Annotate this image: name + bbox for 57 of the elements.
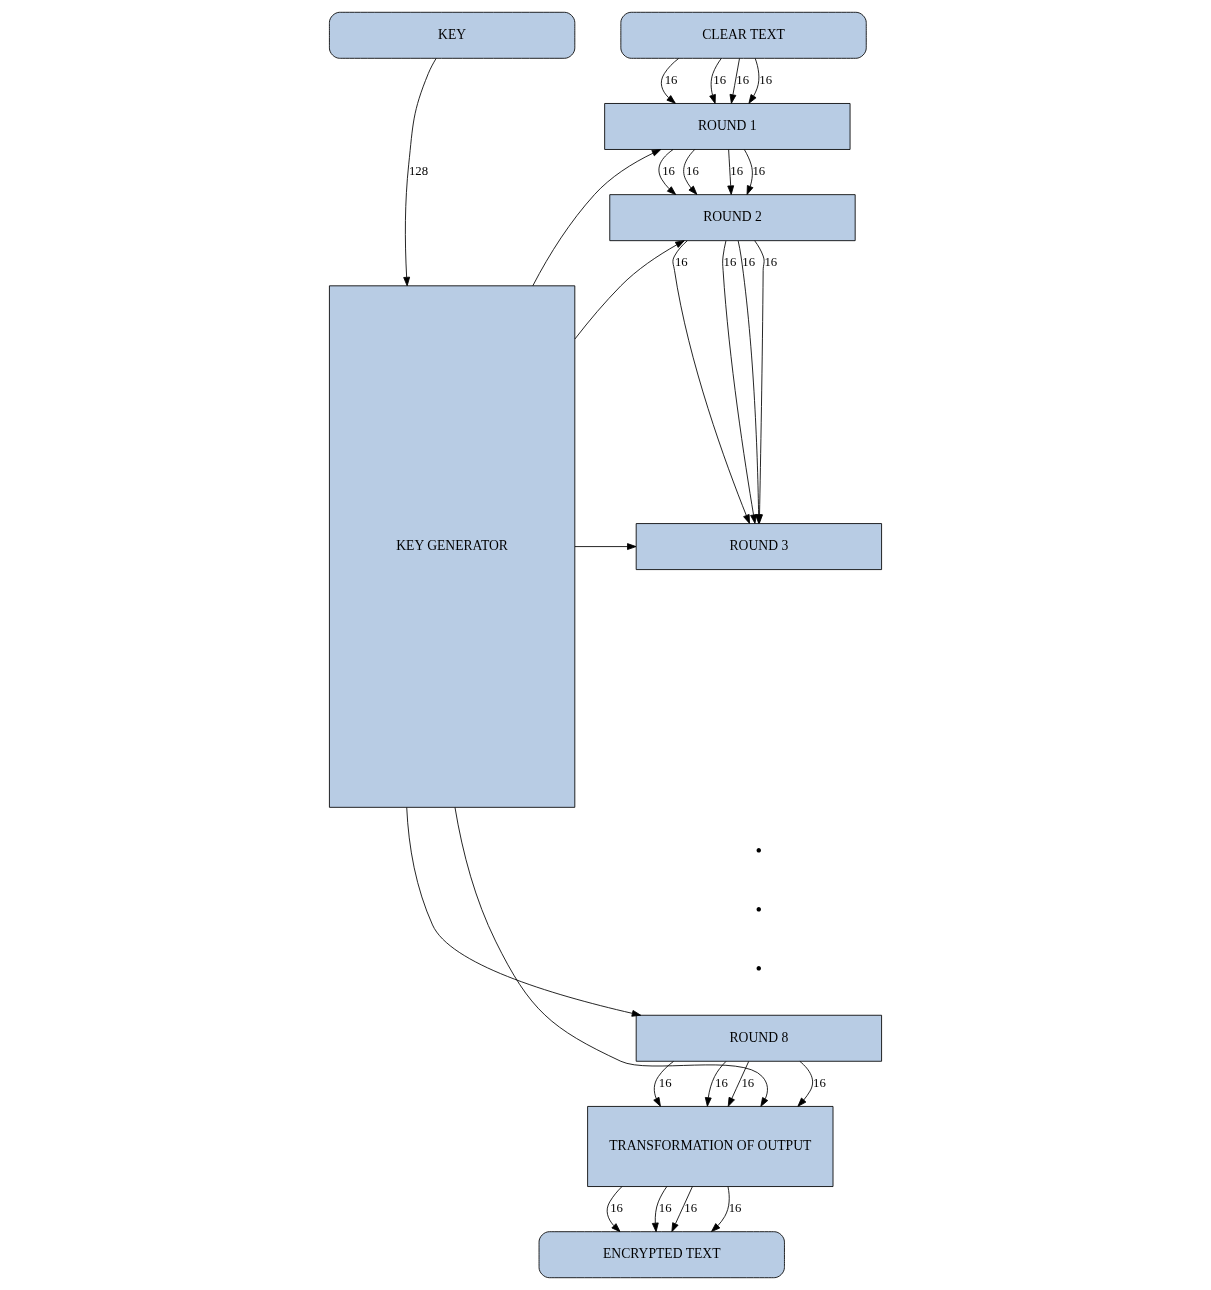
arrow [748, 57, 760, 104]
edge-label: 16 [741, 1075, 755, 1090]
arrow [574, 543, 637, 550]
arrow [704, 1061, 727, 1107]
edge-label: 16 [730, 164, 744, 179]
node-box: ENCRYPTED TEXT [538, 1231, 785, 1279]
label: • [755, 840, 763, 862]
edge-label: 16 [664, 72, 678, 87]
edge-label: 16 [759, 72, 773, 87]
arrow [709, 57, 722, 104]
edge-label: 16 [736, 72, 750, 87]
arrow [660, 58, 680, 104]
label: • [755, 899, 763, 921]
arrow [606, 1186, 623, 1233]
arrow [454, 807, 769, 1107]
arrow [532, 149, 662, 287]
node-box: KEY [329, 11, 576, 59]
arrow [658, 149, 677, 196]
node-box: ROUND 3 [635, 523, 882, 570]
arrow [403, 58, 437, 287]
edge-label: 16 [813, 1075, 826, 1090]
arrow [727, 149, 735, 195]
label: • [755, 957, 763, 979]
arrow [683, 149, 698, 195]
arrow [672, 240, 750, 524]
edge-label: 16 [752, 164, 766, 179]
arrow [729, 58, 740, 104]
arrow [406, 807, 642, 1017]
edge-label: 16 [764, 255, 778, 270]
edge-label: 128 [408, 164, 429, 179]
edge-label: 16 [662, 164, 675, 179]
node-box: KEY GENERATOR [329, 285, 576, 808]
arrow [653, 1060, 674, 1107]
edge-label: 16 [684, 1201, 698, 1216]
arrow [727, 1061, 750, 1107]
edge-label: 16 [674, 255, 688, 270]
edge-label: 16 [658, 1201, 672, 1216]
edge-label: 16 [723, 255, 737, 270]
node-box: ROUND 1 [604, 103, 851, 150]
edge-label: 16 [715, 1075, 728, 1090]
edge-label: 16 [728, 1201, 742, 1216]
node-box: ROUND 2 [609, 194, 856, 242]
arrow [671, 1186, 693, 1233]
arrow [744, 149, 754, 195]
arrow [574, 240, 685, 340]
arrow [711, 1186, 730, 1232]
arrow [722, 240, 757, 524]
arrow [797, 1060, 813, 1107]
node-box: CLEAR TEXT [620, 11, 867, 59]
edge-label: 16 [686, 164, 699, 179]
edge-label: 16 [610, 1201, 623, 1216]
arrow [651, 1186, 668, 1233]
node-box: ROUND 8 [635, 1014, 882, 1062]
edge-label: 16 [658, 1075, 672, 1090]
edge-label: 16 [713, 72, 727, 87]
edge-label: 16 [742, 255, 756, 270]
node-box: TRANSFORMATION OF OUTPUT [587, 1106, 834, 1187]
